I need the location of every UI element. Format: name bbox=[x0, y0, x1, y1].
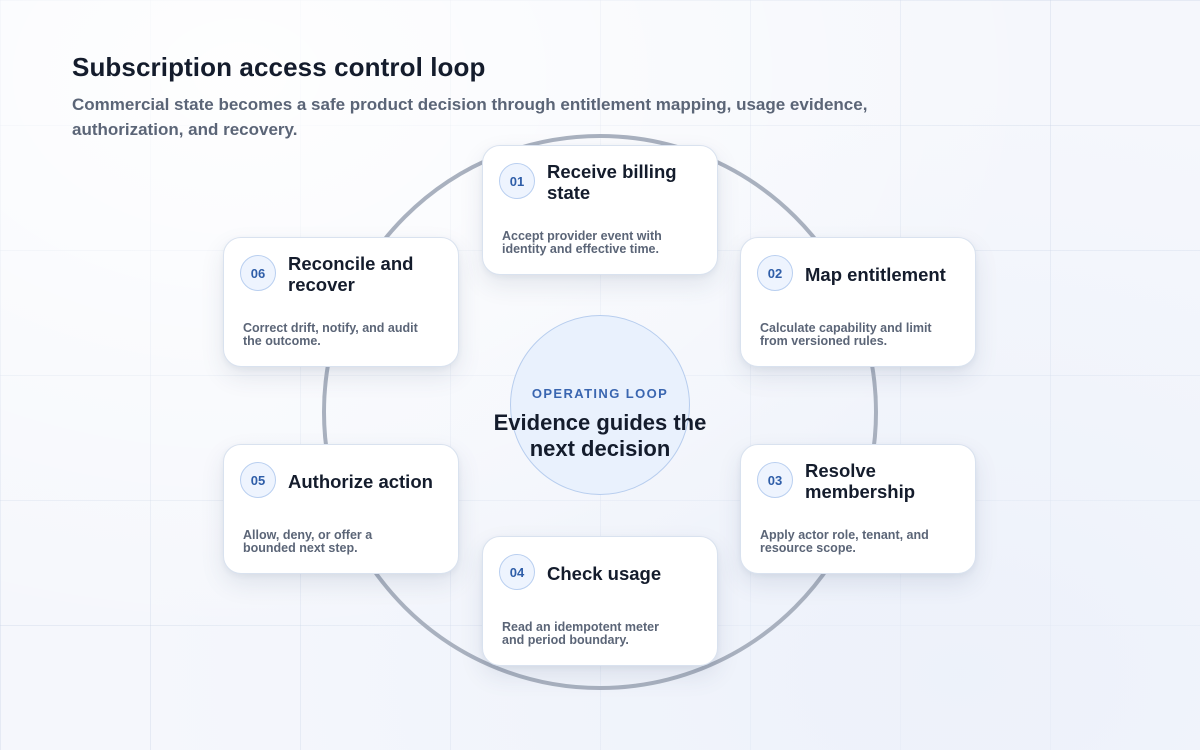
center-kicker: OPERATING LOOP bbox=[531, 386, 669, 401]
step-title: Authorize action bbox=[288, 470, 433, 492]
step-title: Map entitlement bbox=[805, 263, 946, 285]
center-hub: OPERATING LOOP Evidence guides the next … bbox=[494, 315, 706, 495]
page-title: Subscription access control loop bbox=[72, 52, 486, 82]
step-card-02[interactable]: 02 Map entitlement Calculate capability … bbox=[740, 237, 976, 367]
step-card-01[interactable]: 01 Receive billing state Accept provider… bbox=[482, 145, 718, 275]
step-description: Read an idempotent meter and period boun… bbox=[502, 620, 659, 647]
step-title: Resolve membership bbox=[805, 460, 916, 502]
step-description: Apply actor role, tenant, and resource s… bbox=[760, 528, 929, 555]
step-number-badge: 01 bbox=[499, 163, 535, 199]
step-title: Receive billing state bbox=[547, 161, 677, 203]
step-number-badge: 04 bbox=[499, 554, 535, 590]
step-number-badge: 05 bbox=[240, 462, 276, 498]
step-description: Correct drift, notify, and audit the out… bbox=[243, 321, 418, 348]
step-card-06[interactable]: 06 Reconcile and recover Correct drift, … bbox=[223, 237, 459, 367]
step-number-badge: 03 bbox=[757, 462, 793, 498]
step-card-03[interactable]: 03 Resolve membership Apply actor role, … bbox=[740, 444, 976, 574]
step-card-05[interactable]: 05 Authorize action Allow, deny, or offe… bbox=[223, 444, 459, 574]
step-description: Calculate capability and limit from vers… bbox=[760, 321, 932, 348]
step-number-badge: 02 bbox=[757, 255, 793, 291]
step-title: Reconcile and recover bbox=[288, 253, 414, 295]
step-card-04[interactable]: 04 Check usage Read an idempotent meter … bbox=[482, 536, 718, 666]
step-title: Check usage bbox=[547, 562, 662, 584]
loop-ring-path bbox=[322, 134, 878, 690]
step-description: Allow, deny, or offer a bounded next ste… bbox=[243, 528, 373, 555]
step-description: Accept provider event with identity and … bbox=[502, 229, 662, 256]
step-number-badge: 06 bbox=[240, 255, 276, 291]
center-headline: Evidence guides the next decision bbox=[493, 410, 707, 461]
page-subtitle: Commercial state becomes a safe product … bbox=[72, 95, 868, 139]
